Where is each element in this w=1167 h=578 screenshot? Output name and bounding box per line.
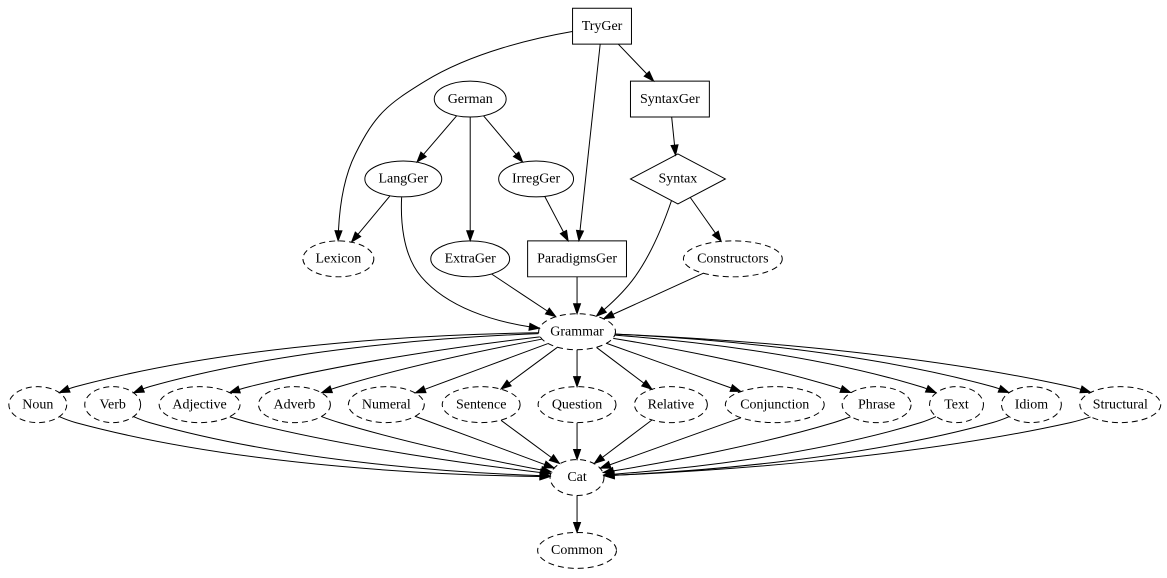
svg-text:Text: Text xyxy=(944,397,969,412)
svg-text:Phrase: Phrase xyxy=(858,397,895,412)
svg-text:Syntax: Syntax xyxy=(659,172,698,187)
svg-text:Relative: Relative xyxy=(648,397,695,412)
svg-text:ExtraGer: ExtraGer xyxy=(445,252,497,267)
svg-text:Noun: Noun xyxy=(22,397,53,412)
svg-text:Idiom: Idiom xyxy=(1015,397,1049,412)
svg-text:Common: Common xyxy=(551,543,603,558)
svg-text:Numeral: Numeral xyxy=(362,397,411,412)
svg-text:SyntaxGer: SyntaxGer xyxy=(640,92,700,107)
svg-text:Grammar: Grammar xyxy=(550,324,604,339)
svg-text:Sentence: Sentence xyxy=(456,397,506,412)
svg-text:Cat: Cat xyxy=(567,470,587,485)
svg-text:IrregGer: IrregGer xyxy=(512,172,560,187)
svg-text:Structural: Structural xyxy=(1093,397,1148,412)
svg-text:Question: Question xyxy=(552,397,602,412)
svg-text:Adjective: Adjective xyxy=(172,397,226,412)
svg-text:ParadigmsGer: ParadigmsGer xyxy=(537,252,617,267)
svg-text:Adverb: Adverb xyxy=(273,397,315,412)
svg-text:TryGer: TryGer xyxy=(582,19,623,34)
svg-text:Verb: Verb xyxy=(100,397,126,412)
svg-text:LangGer: LangGer xyxy=(378,172,428,187)
svg-text:Conjunction: Conjunction xyxy=(740,397,809,412)
svg-text:Lexicon: Lexicon xyxy=(315,252,361,267)
svg-text:Constructors: Constructors xyxy=(697,252,768,267)
svg-text:German: German xyxy=(448,92,493,107)
